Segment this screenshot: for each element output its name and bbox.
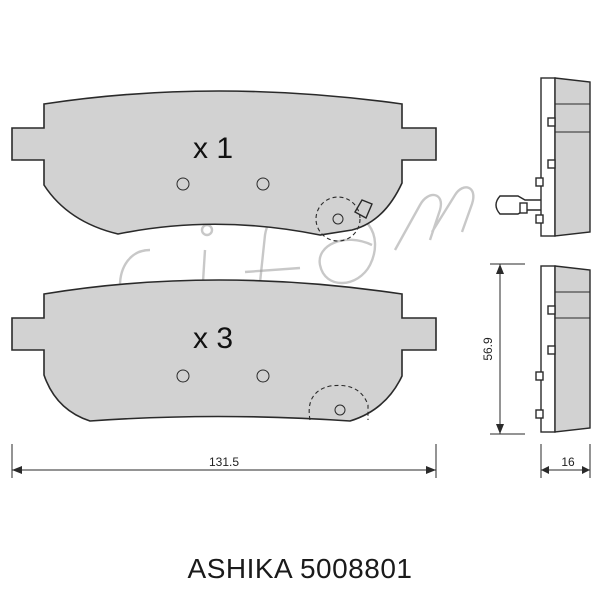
bottom-pad-wear-outline [308, 384, 369, 421]
part-number: 5008801 [299, 553, 413, 584]
bottom-pad-wear-hole [334, 404, 346, 416]
bottom-pad-front-view: x 3 [11, 279, 437, 422]
bottom-pad-rivet-right [256, 369, 270, 383]
top-pad-rivet-right [256, 177, 270, 191]
bottom-pad-rivet-left [176, 369, 190, 383]
width-dimension: 131.5 [11, 444, 437, 478]
bottom-pad-quantity: x 3 [193, 322, 233, 355]
width-dimension-label: 131.5 [209, 455, 239, 469]
top-pad-quantity: x 1 [193, 132, 233, 165]
top-pad-sensor-clip [354, 199, 373, 219]
top-pad-front-view: x 1 [11, 90, 437, 242]
thickness-dimension: 16 [540, 444, 591, 478]
brand-name: ASHIKA [187, 553, 292, 584]
thickness-dimension-label: 16 [561, 455, 575, 469]
top-pad-side-view [495, 77, 591, 237]
top-pad-wear-sensor-outline [315, 196, 361, 242]
top-pad-wear-sensor-hole [332, 213, 344, 225]
height-dimension-label: 56.9 [481, 337, 495, 361]
top-pad-sensor-wire [495, 195, 541, 215]
top-pad-rivet-left [176, 177, 190, 191]
bottom-pad-side-view [535, 265, 591, 433]
height-dimension: 56.9 [481, 263, 525, 435]
part-caption: ASHIKA 5008801 [0, 553, 600, 585]
